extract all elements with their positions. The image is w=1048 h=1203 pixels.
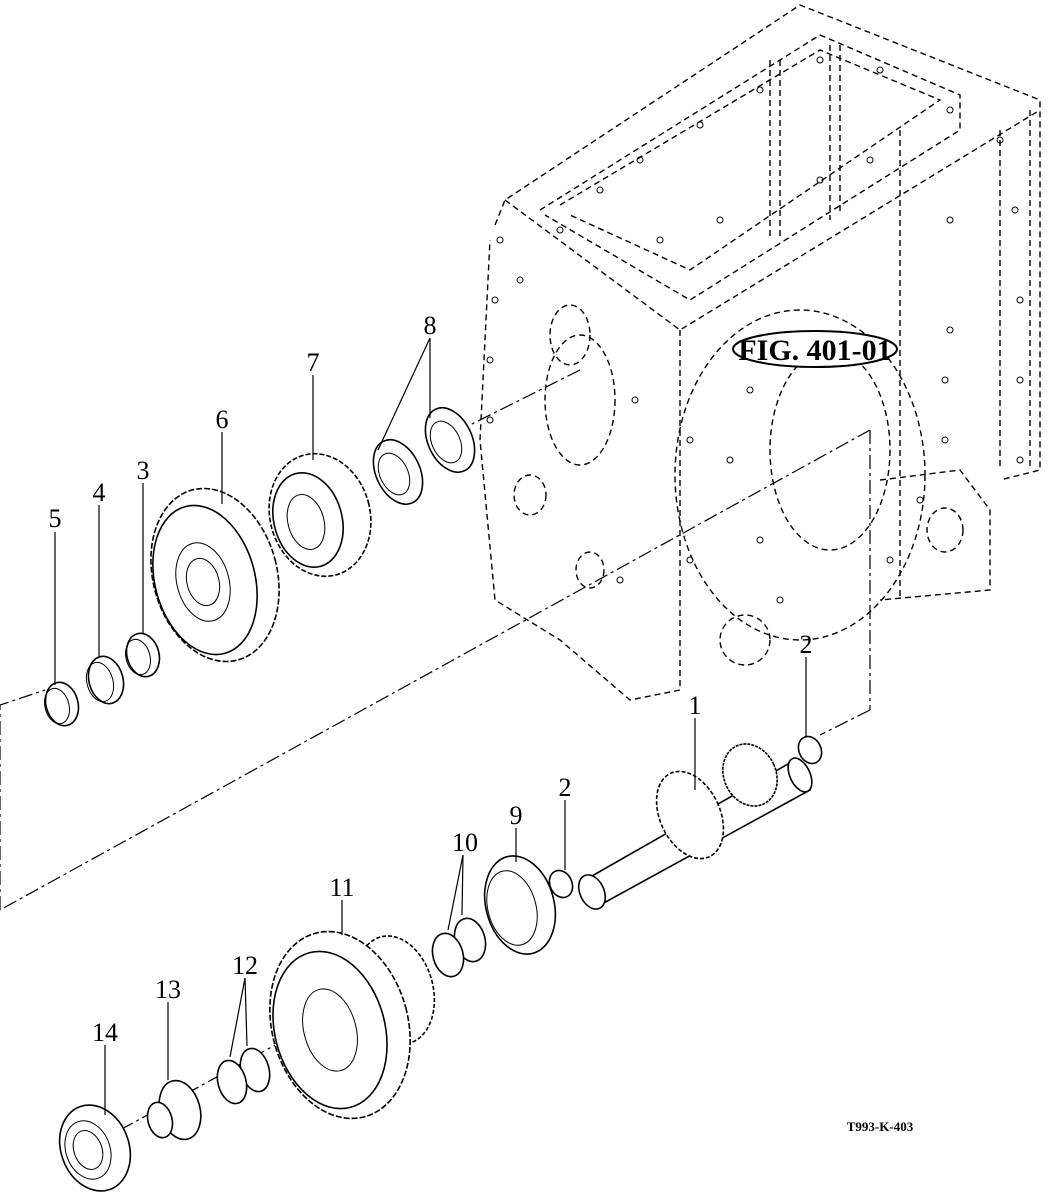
callout-2-right: 2 (800, 630, 813, 659)
part-2-ring-right (797, 735, 823, 765)
part-6-gear-large (150, 487, 280, 663)
part-1-shaft (577, 743, 813, 910)
callout-14: 14 (92, 1018, 118, 1047)
callout-1: 1 (689, 691, 702, 720)
callout-4: 4 (93, 478, 106, 507)
part-10-needle-bearings (431, 917, 487, 978)
figure-reference-label[interactable]: FIG. 401-01 (738, 334, 891, 367)
part-5-needle-bearing (44, 681, 80, 727)
callout-10: 10 (452, 828, 478, 857)
callout-11: 11 (329, 873, 354, 902)
callout-7: 7 (307, 348, 320, 377)
callout-5: 5 (49, 504, 62, 533)
callout-6: 6 (216, 405, 229, 434)
callout-13: 13 (155, 975, 181, 1004)
callout-9: 9 (510, 801, 523, 830)
drawing-code: T993-K-403 (847, 1119, 914, 1134)
part-9-synchro-hub (483, 855, 557, 955)
callout-8: 8 (424, 311, 437, 340)
part-11-cluster-gear (269, 930, 436, 1120)
leader-lines (54, 337, 807, 1115)
part-8-ball-bearings (372, 407, 476, 505)
part-4-spacer (85, 655, 125, 705)
callout-3: 3 (137, 456, 150, 485)
part-7-gear-small (268, 452, 372, 578)
callout-12: 12 (232, 951, 258, 980)
part-3-needle-bearing (125, 632, 161, 678)
callout-2-center: 2 (559, 773, 572, 802)
part-13-flanged-bushing (146, 1079, 202, 1141)
part-12-needle-bearings (216, 1047, 271, 1105)
figure-reference-link[interactable]: FIG. 401-01 (732, 330, 898, 368)
part-14-ball-bearing (58, 1104, 132, 1192)
callout-labels: 5 4 3 6 7 8 1 2 2 9 10 11 12 13 14 (49, 311, 813, 1047)
